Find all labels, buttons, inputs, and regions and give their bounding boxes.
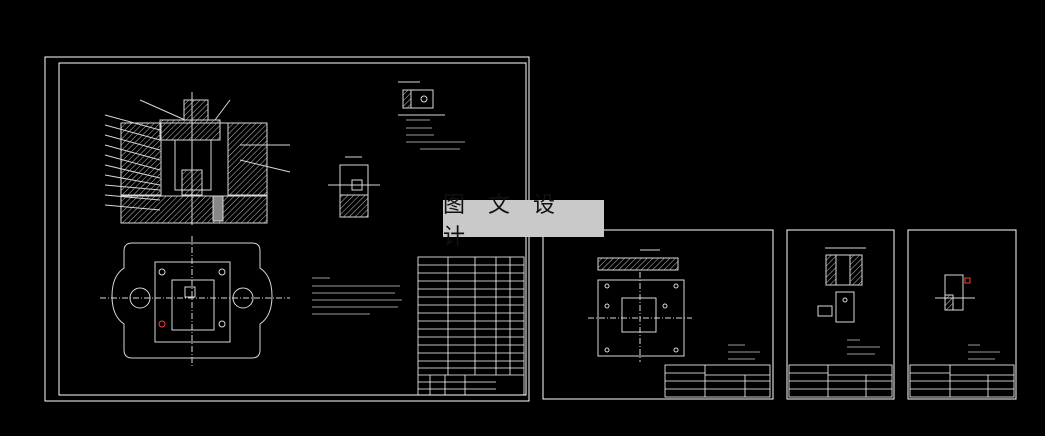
watermark-label: 图 文 设 计 bbox=[443, 193, 604, 250]
technical-notes-2 bbox=[312, 277, 402, 315]
part-drawing-sheet-2 bbox=[786, 229, 895, 400]
detail-view-2 bbox=[328, 156, 380, 218]
title-block-3 bbox=[909, 364, 1015, 398]
assembly-drawing-sheet bbox=[44, 56, 530, 402]
detail-view-1 bbox=[398, 81, 445, 116]
plan-view bbox=[100, 236, 290, 366]
title-block-2 bbox=[788, 364, 893, 398]
technical-notes-1 bbox=[406, 119, 465, 150]
section-view bbox=[104, 92, 291, 225]
part-drawing-sheet-3 bbox=[907, 229, 1017, 400]
part-drawing-sheet-1 bbox=[542, 229, 774, 400]
title-block-1 bbox=[664, 364, 771, 398]
parts-list-table bbox=[417, 256, 525, 396]
